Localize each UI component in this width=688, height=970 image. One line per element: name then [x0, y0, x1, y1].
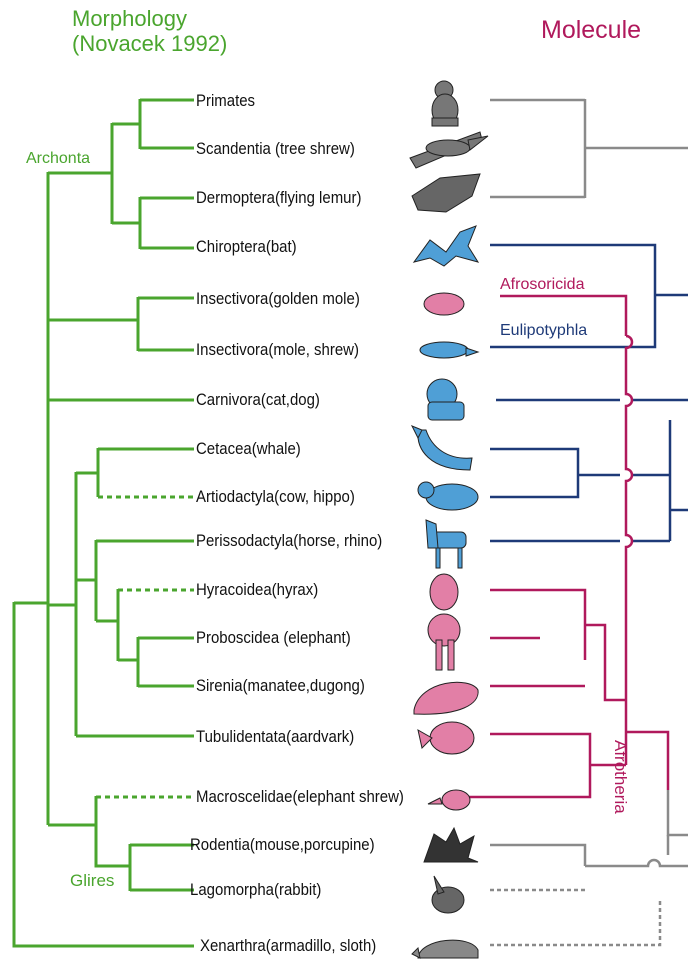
hyrax-icon: [430, 574, 458, 610]
taxon-label: Proboscidea (elephant): [196, 628, 351, 648]
cat-icon: [427, 379, 464, 420]
clade-label-eulipotyphla: Eulipotyphla: [500, 322, 587, 340]
clade-label-archonta: Archonta: [24, 150, 92, 168]
animal-icons: [410, 81, 488, 958]
clade-label-glires: Glires: [70, 871, 114, 891]
hippo-icon: [418, 482, 478, 510]
taxon-label: Primates: [196, 91, 255, 111]
taxon-label: Cetacea(whale): [196, 439, 301, 459]
morphology-tree: [14, 99, 194, 946]
aardvark-icon: [418, 722, 474, 754]
horse-icon: [426, 520, 466, 568]
flying-lemur-icon: [412, 174, 480, 212]
elephant-shrew-icon: [428, 790, 470, 810]
taxon-label: Macroscelidae(elephant shrew): [196, 787, 404, 807]
elephant-icon: [428, 614, 460, 670]
monkey-icon: [432, 81, 458, 126]
taxon-label: Insectivora(mole, shrew): [196, 340, 359, 360]
porcupine-icon: [424, 828, 478, 862]
taxon-label: Sirenia(manatee,dugong): [196, 676, 365, 696]
molecule-tree-outgroup: [490, 790, 688, 945]
taxon-label: Perissodactyla(horse, rhino): [196, 531, 382, 551]
taxon-label: Insectivora(golden mole): [196, 289, 360, 309]
taxon-label: Lagomorpha(rabbit): [190, 880, 321, 900]
taxon-label: Xenarthra(armadillo, sloth): [200, 936, 376, 956]
taxon-label: Tubulidentata(aardvark): [196, 727, 354, 747]
molecule-tree-afrotheria: [450, 296, 668, 797]
molecule-tree-euarchonta: [490, 99, 688, 198]
taxon-label: Chiroptera(bat): [196, 237, 297, 257]
clade-label-afrotheria: Afrotheria: [610, 740, 630, 814]
taxon-label: Rodentia(mouse,porcupine): [190, 835, 375, 855]
manatee-icon: [414, 682, 478, 714]
rabbit-icon: [432, 876, 464, 913]
taxon-label: Hyracoidea(hyrax): [196, 580, 318, 600]
taxon-label: Scandentia (tree shrew): [196, 139, 355, 159]
clade-label-afrosoricida: Afrosoricida: [500, 276, 584, 294]
tree-shrew-icon: [410, 132, 488, 168]
taxon-label: Carnivora(cat,dog): [196, 390, 320, 410]
bat-icon: [414, 226, 478, 266]
whale-icon: [412, 426, 472, 470]
taxon-label: Artiodactyla(cow, hippo): [196, 487, 355, 507]
armadillo-icon: [412, 940, 478, 958]
taxon-label: Dermoptera(flying lemur): [196, 188, 361, 208]
mole-icon: [420, 342, 478, 358]
golden-mole-icon: [424, 293, 464, 315]
